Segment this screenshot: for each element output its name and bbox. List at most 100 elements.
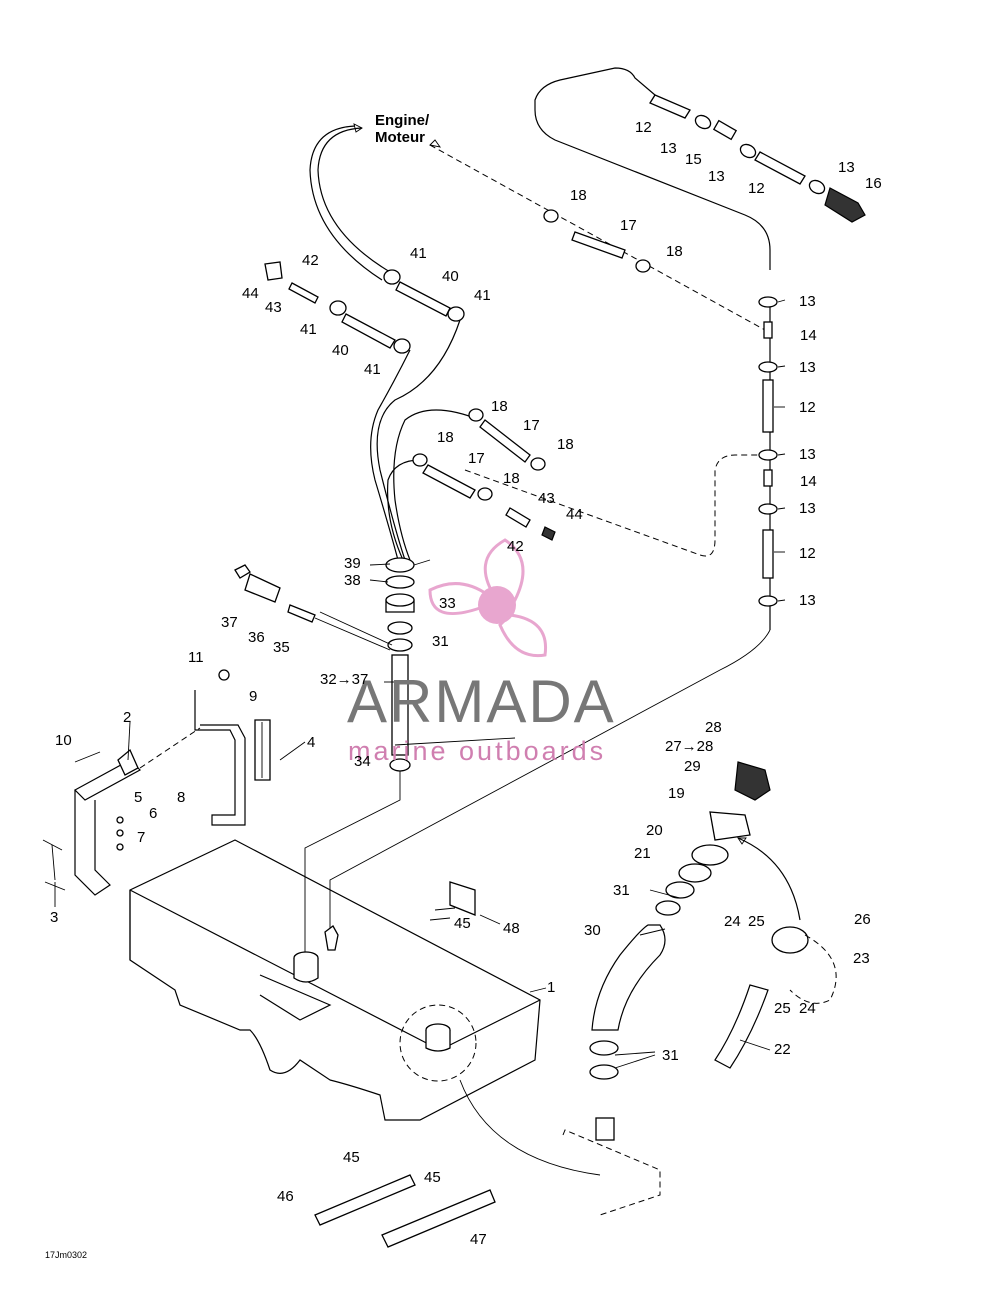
callout-44b: 44 xyxy=(566,506,583,523)
callout-41b: 41 xyxy=(474,287,491,304)
callout-13g: 13 xyxy=(799,500,816,517)
callout-18a: 18 xyxy=(570,187,587,204)
callout-33: 33 xyxy=(439,595,456,612)
callout-10: 10 xyxy=(55,732,72,749)
callout-31a: 31 xyxy=(432,633,449,650)
callout-48: 48 xyxy=(503,920,520,937)
callout-18f: 18 xyxy=(503,470,520,487)
leader-lines xyxy=(54,299,786,1069)
tank-strap-assembly xyxy=(42,690,271,896)
callout-18d: 18 xyxy=(557,436,574,453)
callout-23: 23 xyxy=(853,950,870,967)
watermark-title: ARMADA xyxy=(347,668,616,735)
callout-9: 9 xyxy=(249,688,257,705)
callout-12a: 12 xyxy=(635,119,652,136)
callout-34: 34 xyxy=(354,753,371,770)
callout-18c: 18 xyxy=(491,398,508,415)
callout-7: 7 xyxy=(137,829,145,846)
callout-14a: 14 xyxy=(800,327,817,344)
callout-22: 22 xyxy=(774,1041,791,1058)
callout-43a: 43 xyxy=(265,299,282,316)
callout-13f: 13 xyxy=(799,446,816,463)
callout-40b: 40 xyxy=(332,342,349,359)
callout-19: 19 xyxy=(668,785,685,802)
hardware xyxy=(74,669,230,851)
callout-1: 1 xyxy=(547,979,555,996)
callout-26: 26 xyxy=(854,911,871,928)
callout-41c: 41 xyxy=(300,321,317,338)
callout-13e: 13 xyxy=(799,359,816,376)
callout-31c: 31 xyxy=(662,1047,679,1064)
callout-47: 47 xyxy=(470,1231,487,1248)
callout-24a: 24 xyxy=(724,913,741,930)
hose-40-assemblies xyxy=(264,261,465,354)
callout-20: 20 xyxy=(646,822,663,839)
engine-label-line-1: Engine/ xyxy=(375,112,430,129)
callout-30: 30 xyxy=(584,922,601,939)
callout-2: 2 xyxy=(123,709,131,726)
callout-41a: 41 xyxy=(410,245,427,262)
top-right-hose-assembly xyxy=(649,94,866,223)
fuel-tank xyxy=(129,839,541,1121)
callout-3: 3 xyxy=(50,909,58,926)
engine-label-line-2: Moteur xyxy=(375,129,425,146)
callout-27-to-28: 27→28 xyxy=(665,738,713,755)
callout-29: 29 xyxy=(684,758,701,775)
callout-42a: 42 xyxy=(302,252,319,269)
callout-31b: 31 xyxy=(613,882,630,899)
callout-46: 46 xyxy=(277,1188,294,1205)
callout-21: 21 xyxy=(634,845,651,862)
callout-42b: 42 xyxy=(507,538,524,555)
callout-43b: 43 xyxy=(538,490,555,507)
drawing-code: 17Jm0302 xyxy=(45,1250,87,1260)
callout-labels: 1 2 3 4 5 6 7 8 9 10 11 12 12 12 12 13 1… xyxy=(50,119,882,1248)
callout-13d: 13 xyxy=(799,293,816,310)
callout-25a: 25 xyxy=(748,913,765,930)
callout-44a: 44 xyxy=(242,285,259,302)
callout-35: 35 xyxy=(273,639,290,656)
callout-13a: 13 xyxy=(660,140,677,157)
callout-45c: 45 xyxy=(424,1169,441,1186)
callout-15: 15 xyxy=(685,151,702,168)
wire-harness xyxy=(234,564,393,651)
callout-17c: 17 xyxy=(468,450,485,467)
watermark-subtitle: marine outboards xyxy=(348,736,606,766)
callout-25b: 25 xyxy=(774,1000,791,1017)
callout-13c: 13 xyxy=(838,159,855,176)
callout-13h: 13 xyxy=(799,592,816,609)
hose-routing xyxy=(304,67,801,1216)
callout-37: 37 xyxy=(221,614,238,631)
callout-41d: 41 xyxy=(364,361,381,378)
callout-14b: 14 xyxy=(800,473,817,490)
callout-32-to-37: 32→37 xyxy=(320,671,368,688)
callout-12c: 12 xyxy=(799,399,816,416)
hose-column xyxy=(758,296,778,607)
callout-18e: 18 xyxy=(437,429,454,446)
callout-8: 8 xyxy=(177,789,185,806)
callout-28: 28 xyxy=(705,719,722,736)
propeller-logo xyxy=(428,538,548,658)
callout-12b: 12 xyxy=(748,180,765,197)
callout-40a: 40 xyxy=(442,268,459,285)
callout-4: 4 xyxy=(307,734,315,751)
filler-neck-assembly xyxy=(589,761,837,1141)
callout-6: 6 xyxy=(149,805,157,822)
callout-17b: 17 xyxy=(523,417,540,434)
hose-17-assemblies xyxy=(412,209,651,541)
callout-45a: 45 xyxy=(454,915,471,932)
armada-watermark: ARMADA marine outboards xyxy=(347,538,616,766)
callout-17a: 17 xyxy=(620,217,637,234)
callout-11: 11 xyxy=(188,649,204,666)
tank-pads xyxy=(314,881,496,1248)
callout-24b: 24 xyxy=(799,1000,816,1017)
callout-39: 39 xyxy=(344,555,361,572)
callout-45b: 45 xyxy=(343,1149,360,1166)
callout-36: 36 xyxy=(248,629,265,646)
callout-5: 5 xyxy=(134,789,142,806)
callout-12d: 12 xyxy=(799,545,816,562)
callout-13b: 13 xyxy=(708,168,725,185)
callout-18b: 18 xyxy=(666,243,683,260)
callout-38: 38 xyxy=(344,572,361,589)
callout-16: 16 xyxy=(865,175,882,192)
